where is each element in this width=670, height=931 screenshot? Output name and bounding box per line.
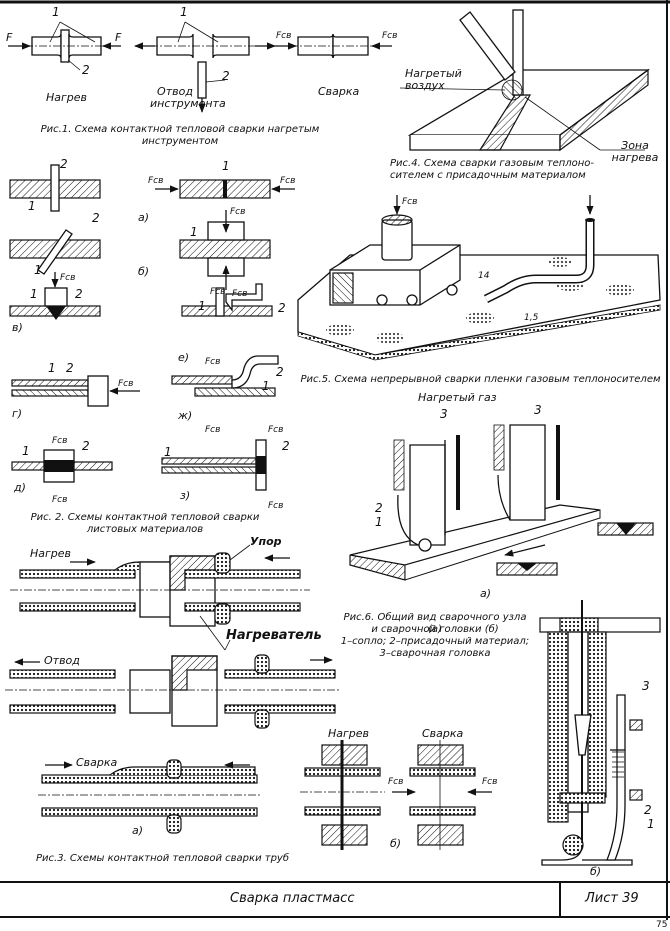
fig1-force-weld-left: Fсв	[276, 31, 292, 41]
fig2-variant-e: е)	[178, 351, 190, 364]
fig2-callout-1b: 1	[190, 225, 198, 239]
fig3-label-withdraw: Отвод	[44, 654, 80, 667]
fig2-callout-1: 1	[28, 199, 36, 213]
fig2-force-a-right: Fсв	[280, 176, 296, 186]
fig6-callout-1-section: 1	[647, 817, 655, 831]
fig5-dim-15: 1,5	[524, 313, 539, 323]
fig6-label-hot-gas: Нагретый газ	[418, 391, 497, 404]
fig6-callout-2-section: 2	[644, 803, 652, 817]
fig2-drawing	[9, 164, 295, 491]
fig3-drawing	[5, 544, 492, 850]
fig3-variant-b: б)	[390, 837, 402, 850]
fig3-label-heating: Нагрев	[30, 547, 72, 560]
fig6-legend-line1: 1–сопло; 2–присадочный материал;	[340, 636, 530, 647]
fig5-force-weld: Fсв	[402, 197, 418, 207]
fig2-callout-1e: 1	[198, 299, 206, 313]
fig3-caption: Рис.3. Схемы контактной тепловой сварки …	[36, 853, 290, 864]
fig1-stage-heating: Нагрев	[46, 91, 88, 104]
fig5-dim-14: 14	[478, 271, 490, 281]
fig6-callout-3-section: 3	[642, 679, 650, 693]
fig6-caption-line2: и сварочной головки (б)	[371, 624, 499, 635]
fig1-drawing	[8, 21, 392, 113]
fig4-caption: Рис.4. Схема сварки газовым теплоно- сит…	[390, 158, 595, 181]
fig2-force-b-bottom: Fсв	[210, 287, 226, 297]
fig1-force-weld-right: Fсв	[382, 31, 398, 41]
fig2-callout-2: 2	[60, 157, 68, 171]
fig2-force-g: Fсв	[118, 379, 134, 389]
fig3-force-right: Fсв	[482, 777, 498, 787]
fig1-callout-2b: 2	[222, 69, 230, 83]
fig3-label-heating-b: Нагрев	[328, 727, 370, 740]
fig2-force-b-top: Fсв	[230, 207, 246, 217]
fig5-caption: Рис.5. Схема непрерывной сварки пленки г…	[300, 374, 661, 385]
fig2-force-v: Fсв	[60, 273, 76, 283]
fig2-force-zh-bottom: Fсв	[205, 425, 221, 435]
fig4-drawing	[399, 9, 650, 152]
fig1-stage-welding: Сварка	[318, 85, 360, 98]
fig2-force-e: Fсв	[232, 289, 248, 299]
fig2-callout-1a: 1	[222, 159, 230, 173]
fig1-force-right: F	[115, 31, 122, 44]
fig2-variant-b: б)	[138, 265, 150, 278]
fig6-callout-3a: 3	[440, 407, 448, 421]
fig1-callout-1b: 1	[180, 5, 188, 19]
fig1-stage-withdraw: Отвод инструмента	[150, 85, 226, 110]
fig6-callout-3b: 3	[534, 403, 542, 417]
fig2-force-z-top: Fсв	[268, 425, 284, 435]
fig4-label-hot-air: Нагретый воздух	[405, 67, 462, 92]
fig2-callout-2c: 2	[92, 211, 100, 225]
fig6-drawing	[349, 424, 661, 866]
fig2-callout-2d: 2	[82, 439, 90, 453]
sheet-number-label: Лист 39	[585, 891, 639, 906]
fig1-force-left: F	[6, 31, 13, 44]
fig2-callout-2e: 2	[278, 301, 286, 315]
fig2-callout-1v: 1	[30, 287, 38, 301]
fig5-drawing	[297, 195, 661, 361]
fig2-callout-1d: 1	[22, 444, 30, 458]
fig3-force-left: Fсв	[388, 777, 404, 787]
fig6-callout-1a: 1	[375, 515, 383, 529]
fig2-callout-2z: 2	[282, 439, 290, 453]
fig6-callout-2a: 2	[375, 501, 383, 515]
fig6-variant-a: а)	[480, 587, 492, 600]
fig2-force-a-left: Fсв	[148, 176, 164, 186]
fig2-callout-1z: 1	[164, 445, 172, 459]
fig2-callout-2zh: 2	[276, 365, 284, 379]
fig1-caption: Рис.1. Схема контактной тепловой сварки …	[40, 124, 320, 147]
fig2-force-d-bottom: Fсв	[52, 495, 68, 505]
fig1-callout-2: 2	[82, 63, 90, 77]
sheet-title: Сварка пластмасс	[230, 891, 355, 906]
fig6-variant-b: б)	[590, 865, 602, 878]
fig2-variant-zh: ж)	[178, 409, 193, 422]
fig2-variant-g: г)	[12, 407, 23, 420]
fig6-caption-line1: Рис.6. Общий вид сварочного узла (а)	[343, 612, 527, 635]
fig3-variant-a: а)	[132, 824, 144, 837]
fig2-callout-2g: 2	[66, 361, 74, 375]
fig3-label-welding: Сварка	[76, 756, 118, 769]
fig2-variant-z: з)	[180, 489, 191, 502]
fig2-callout-1g: 1	[48, 361, 56, 375]
fig2-callout-1c: 1	[34, 263, 42, 277]
fig3-label-welding-b: Сварка	[422, 727, 464, 740]
fig2-variant-a: а)	[138, 211, 150, 224]
fig2-caption: Рис. 2. Схемы контактной тепловой сварки…	[30, 512, 260, 535]
fig4-label-heat-zone: Зона нагрева	[611, 139, 659, 164]
page-number: 75	[656, 920, 668, 930]
fig2-force-zh-top: Fсв	[205, 357, 221, 367]
fig2-callout-2v: 2	[75, 287, 83, 301]
fig1-callout-1: 1	[52, 5, 60, 19]
fig2-force-d-top: Fсв	[52, 436, 68, 446]
fig2-variant-d: д)	[14, 481, 26, 494]
fig6-legend-line2: 3–сварочная головка	[379, 648, 491, 659]
fig3-label-heater: Нагреватель	[226, 628, 322, 643]
fig2-variant-v: в)	[12, 321, 23, 334]
fig2-callout-1zh: 1	[262, 379, 270, 393]
fig2-force-z-bottom: Fсв	[268, 501, 284, 511]
fig3-label-stop: Упор	[250, 535, 282, 548]
